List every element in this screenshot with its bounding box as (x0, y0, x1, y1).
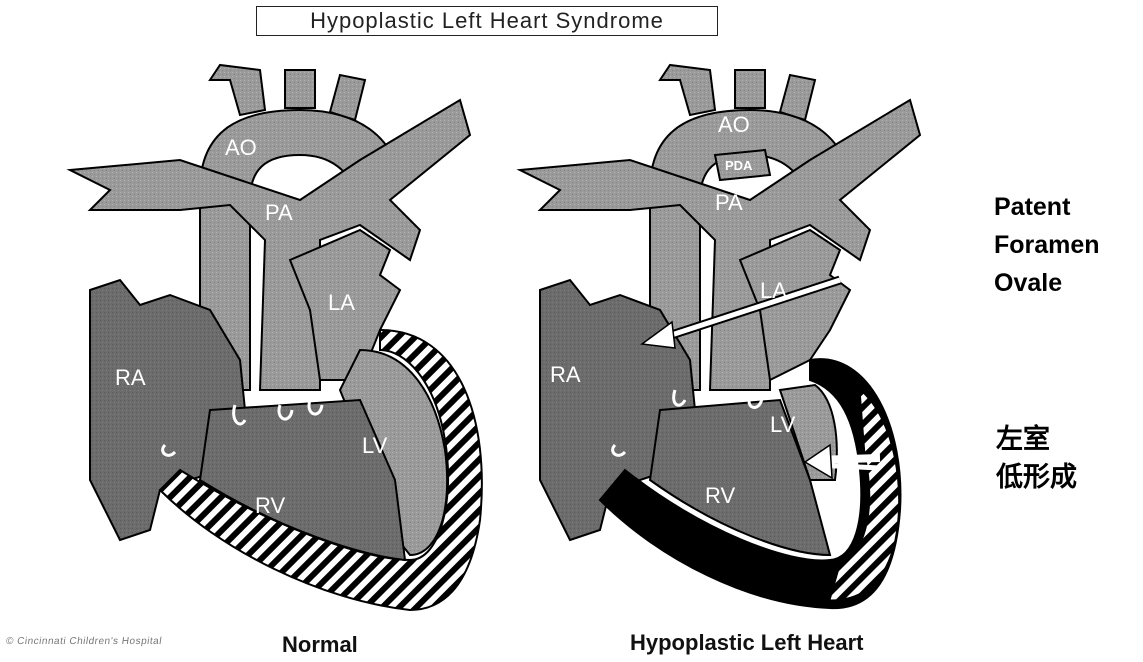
label-ao: AO (225, 135, 257, 160)
label-ra: RA (115, 365, 146, 390)
label-lv: LV (770, 412, 796, 437)
label-rv: RV (705, 483, 735, 508)
caption-normal: Normal (282, 632, 358, 658)
pfo-line-2: Foramen (994, 226, 1100, 264)
pfo-line-3: Ovale (994, 264, 1100, 302)
caption-hypoplastic: Hypoplastic Left Heart (630, 630, 864, 656)
normal-heart-diagram: AO PA LA RA LV RV (60, 60, 530, 630)
hypoplastic-heart-diagram: AO PDA PA LA RA LV RV (510, 60, 990, 630)
label-la: LA (328, 290, 355, 315)
annotation-lv-hypoplasia: 左室 低形成 (996, 420, 1077, 496)
label-pda: PDA (725, 158, 753, 173)
label-ao: AO (718, 112, 750, 137)
label-rv: RV (255, 493, 285, 518)
lv-hypoplasia-line-1: 左室 (996, 420, 1077, 458)
watermark: © Cincinnati Children's Hospital (5, 636, 162, 647)
label-pa: PA (715, 190, 743, 215)
diagram-title: Hypoplastic Left Heart Syndrome (256, 6, 718, 36)
annotation-pfo: Patent Foramen Ovale (994, 188, 1100, 302)
label-lv: LV (362, 433, 388, 458)
pfo-line-1: Patent (994, 188, 1100, 226)
label-pa: PA (265, 200, 293, 225)
lv-hypoplasia-line-2: 低形成 (996, 458, 1077, 496)
label-ra: RA (550, 362, 581, 387)
label-la: LA (760, 278, 787, 303)
